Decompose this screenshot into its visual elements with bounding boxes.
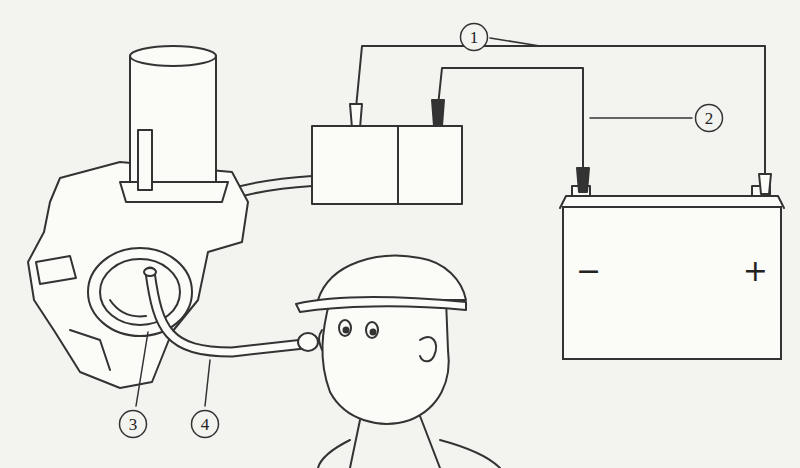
callout-number: 3	[129, 416, 138, 433]
leader-line	[490, 38, 540, 46]
choke-unit-divider	[397, 126, 399, 204]
eye	[339, 320, 351, 336]
alligator-clip	[432, 100, 444, 126]
bowl-detail	[70, 330, 110, 370]
battery: −+	[562, 206, 782, 360]
callout-circle	[192, 411, 219, 438]
pupil	[344, 328, 349, 333]
choke-unit	[312, 126, 462, 204]
choke-cylinder-top	[130, 46, 216, 66]
tube-end	[144, 268, 156, 276]
alligator-clip	[350, 104, 362, 128]
callout-number: 4	[190, 409, 220, 439]
terminal-mark: −	[576, 256, 601, 286]
carburetor-flange	[120, 182, 228, 202]
cap-brim	[296, 297, 466, 312]
air-inlet	[88, 248, 192, 336]
alligator-clip	[577, 168, 589, 192]
leader-line	[590, 117, 692, 119]
leader-line	[205, 360, 210, 406]
alligator-clip	[759, 174, 771, 194]
ear	[420, 337, 436, 361]
air-inlet-inner	[100, 259, 180, 325]
cheek	[319, 330, 322, 350]
terminal-mark: +	[743, 256, 768, 286]
collar	[318, 416, 500, 468]
callout-number: 4	[201, 416, 210, 433]
mouth	[298, 333, 318, 351]
idle-screw	[36, 256, 76, 284]
callout-number: 3	[118, 409, 148, 439]
callout-circle	[696, 105, 723, 132]
test-tube	[150, 272, 304, 352]
eye	[366, 322, 378, 338]
face	[322, 300, 448, 424]
carburetor-post	[138, 130, 152, 190]
cap-crown	[318, 256, 466, 300]
callout-circle	[120, 411, 147, 438]
callout-number: 2	[705, 110, 714, 127]
callout-circle	[461, 24, 488, 51]
inlet-detail	[110, 300, 146, 316]
leader-line	[136, 332, 148, 406]
pupil	[371, 330, 376, 335]
test-tube-fill	[150, 272, 304, 352]
callout-number: 2	[694, 103, 724, 133]
callout-number: 1	[470, 29, 479, 46]
callout-number: 1	[459, 22, 489, 52]
